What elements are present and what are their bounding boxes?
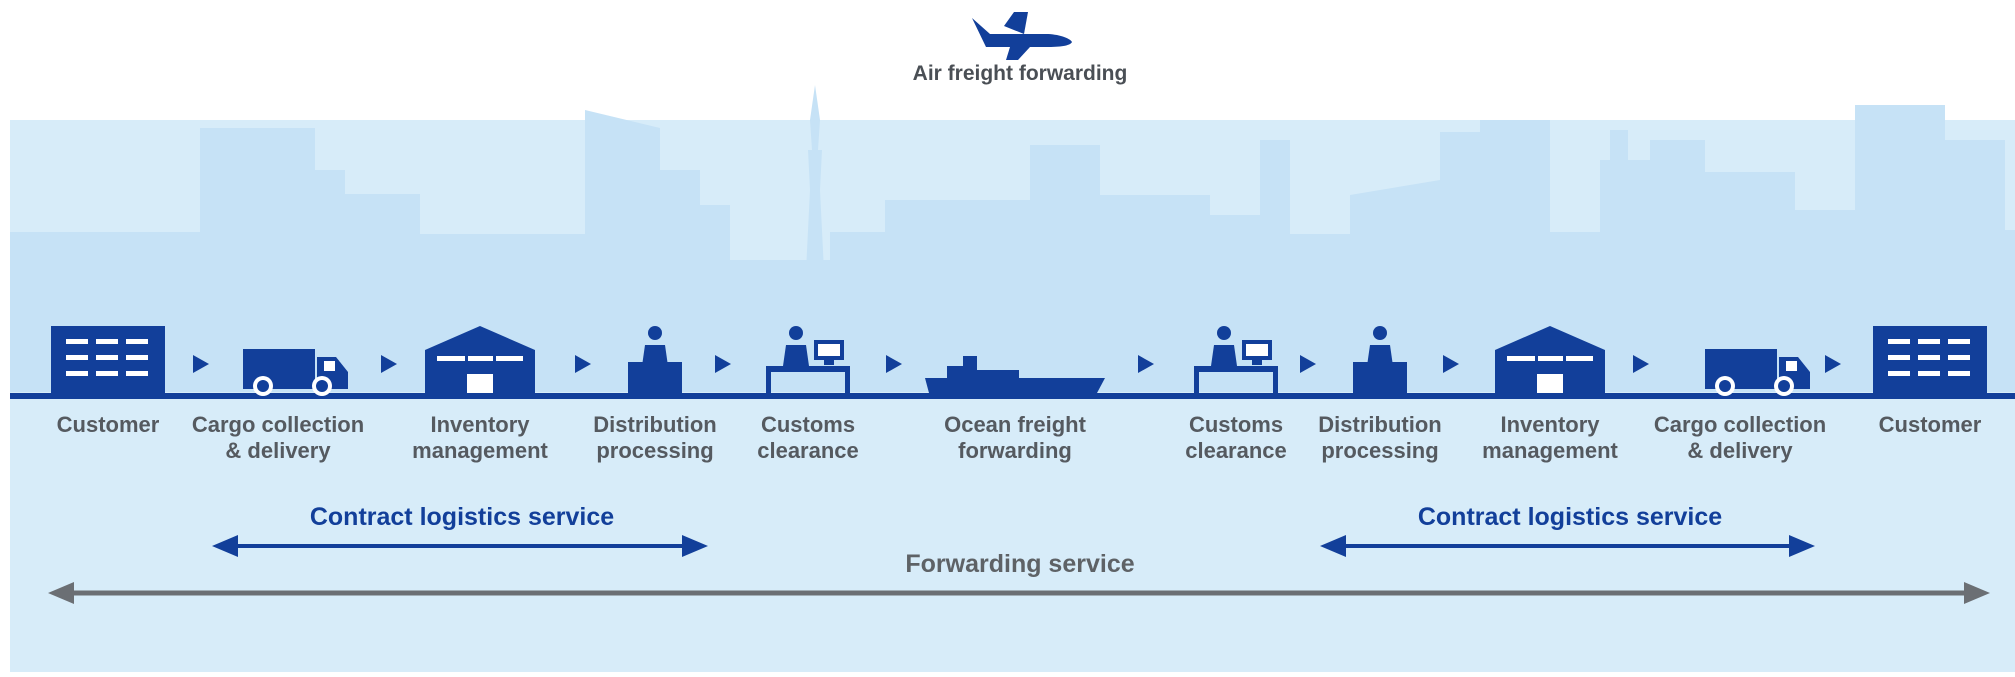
warehouse-icon bbox=[425, 326, 535, 393]
step-label-line2: forwarding bbox=[958, 438, 1072, 463]
building-icon bbox=[51, 326, 165, 394]
flow-arrow-icon bbox=[1443, 355, 1459, 373]
step-label-line2: & delivery bbox=[1687, 438, 1793, 463]
air-freight-label: Air freight forwarding bbox=[912, 62, 1128, 85]
step-label: Customer bbox=[1879, 412, 1982, 438]
flow-arrow-icon bbox=[1633, 355, 1649, 373]
step-label-line1: Cargo collection bbox=[1653, 412, 1827, 437]
step-label: Cargo collection& delivery bbox=[1654, 412, 1826, 464]
step-label-line1: Customer bbox=[1878, 412, 1982, 437]
step-label-line2: processing bbox=[1321, 438, 1439, 463]
customs-desk-icon bbox=[1194, 326, 1278, 393]
worker-icon bbox=[1353, 326, 1407, 393]
flow-arrow-icon bbox=[1825, 355, 1841, 373]
worker-icon bbox=[628, 326, 682, 393]
flow-arrow-icon bbox=[193, 355, 209, 373]
warehouse-icon bbox=[1495, 326, 1605, 393]
step-label-line2: management bbox=[1482, 438, 1618, 463]
step-label-line1: Inventory bbox=[1500, 412, 1600, 437]
step-label-line2: clearance bbox=[757, 438, 859, 463]
contract-logistics-right-arrow bbox=[1320, 535, 1815, 557]
ship-icon bbox=[925, 356, 1105, 393]
step-icons bbox=[51, 326, 1987, 396]
flow-arrow-icon bbox=[381, 355, 397, 373]
flow-baseline bbox=[10, 393, 2015, 399]
step-label-line2: management bbox=[412, 438, 548, 463]
flow-arrow-icon bbox=[715, 355, 731, 373]
building-icon bbox=[1873, 326, 1987, 394]
contract-logistics-left-label: Contract logistics service bbox=[309, 503, 615, 531]
contract-logistics-right-label: Contract logistics service bbox=[1417, 503, 1723, 531]
contract-logistics-left-arrow bbox=[212, 535, 708, 557]
service-brackets bbox=[48, 535, 1990, 604]
forwarding-service-arrow bbox=[48, 582, 1990, 604]
step-label-line1: Distribution bbox=[1318, 412, 1442, 437]
step-label-line2: & delivery bbox=[225, 438, 331, 463]
step-label-line1: Distribution bbox=[593, 412, 717, 437]
flow-arrow-icon bbox=[575, 355, 591, 373]
airplane-icon bbox=[972, 12, 1072, 60]
step-label-line1: Customs bbox=[760, 412, 856, 437]
step-label: Cargo collection& delivery bbox=[192, 412, 364, 464]
step-label-line1: Ocean freight bbox=[944, 412, 1086, 437]
step-label-line2: clearance bbox=[1185, 438, 1287, 463]
truck-icon bbox=[1705, 349, 1810, 396]
flow-arrows bbox=[193, 355, 1841, 373]
step-label-line1: Cargo collection bbox=[191, 412, 365, 437]
customs-desk-icon bbox=[766, 326, 850, 393]
step-label-line1: Customer bbox=[56, 412, 160, 437]
step-label-line1: Customs bbox=[1188, 412, 1284, 437]
truck-icon bbox=[243, 349, 348, 396]
flow-arrow-icon bbox=[1138, 355, 1154, 373]
flow-arrow-icon bbox=[1300, 355, 1316, 373]
step-label: Customer bbox=[57, 412, 160, 438]
step-label-line2: processing bbox=[596, 438, 714, 463]
flow-arrow-icon bbox=[886, 355, 902, 373]
step-label-line1: Inventory bbox=[430, 412, 530, 437]
forwarding-service-label: Forwarding service bbox=[905, 550, 1135, 578]
